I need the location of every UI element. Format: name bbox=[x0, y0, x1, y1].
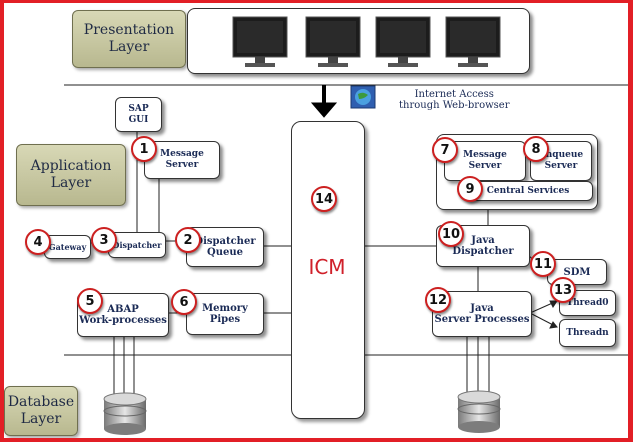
badge-13: 13 bbox=[550, 277, 576, 303]
badge-10: 10 bbox=[438, 221, 464, 247]
badge-1: 1 bbox=[131, 136, 157, 162]
badge-3: 3 bbox=[91, 227, 117, 253]
badge-4: 4 bbox=[25, 229, 51, 255]
gateway-box: Gateway bbox=[44, 235, 91, 259]
badge-11: 11 bbox=[530, 251, 556, 277]
badge-14: 14 bbox=[311, 186, 337, 212]
threadn-box: Threadn bbox=[559, 319, 616, 347]
monitor-icon bbox=[374, 15, 432, 75]
badge-6: 6 bbox=[171, 289, 197, 315]
presentation-layer-label: Presentation Layer bbox=[72, 10, 186, 68]
database-icon bbox=[454, 389, 504, 438]
dispatcher-box: Dispatcher bbox=[108, 232, 166, 258]
icm-label: ICM bbox=[308, 255, 346, 279]
badge-2: 2 bbox=[175, 227, 201, 253]
database-icon bbox=[100, 391, 150, 438]
monitor-icon bbox=[444, 15, 502, 75]
diagram-canvas: Presentation Layer Internet Access throu… bbox=[4, 3, 628, 438]
central-services-box: Central Services bbox=[463, 181, 593, 201]
badge-5: 5 bbox=[77, 288, 103, 314]
badge-7: 7 bbox=[432, 137, 458, 163]
memory-pipes-box: Memory Pipes bbox=[186, 293, 264, 335]
badge-8: 8 bbox=[523, 136, 549, 162]
database-layer-label: Database Layer bbox=[4, 386, 78, 436]
badge-9: 9 bbox=[457, 176, 483, 202]
globe-icon bbox=[350, 85, 376, 113]
application-layer-label: Application Layer bbox=[16, 144, 126, 206]
sap-gui-box: SAP GUI bbox=[115, 97, 162, 132]
icm-box bbox=[291, 121, 365, 419]
monitor-icon bbox=[231, 15, 289, 75]
connector-lines bbox=[64, 84, 628, 401]
badge-12: 12 bbox=[425, 287, 451, 313]
monitor-icon bbox=[304, 15, 362, 75]
internet-access-label: Internet Access through Web-browser bbox=[399, 89, 510, 111]
